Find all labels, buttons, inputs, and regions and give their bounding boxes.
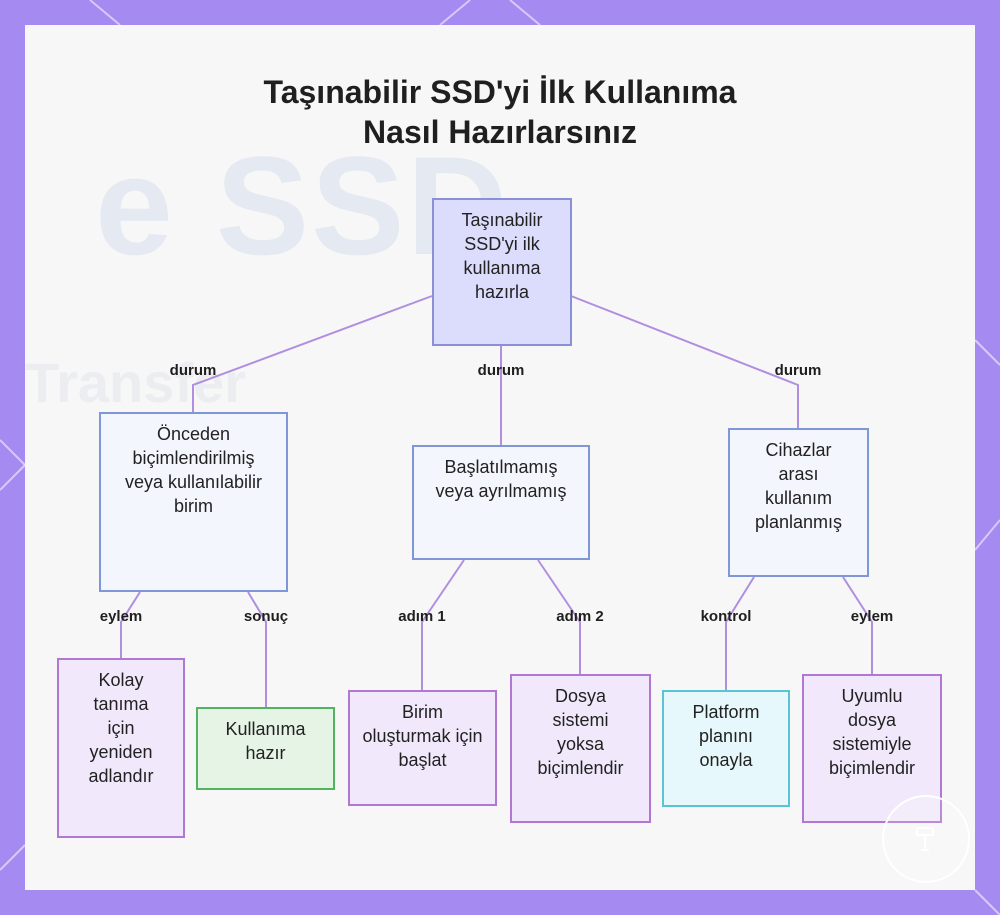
hammer-icon (916, 827, 934, 851)
edge-label-durum-right: durum (774, 362, 822, 379)
node-uninitialized-label: Başlatılmamış veya ayrılmamış (435, 457, 567, 501)
node-ready: Kullanıma hazır (196, 707, 335, 790)
node-format-compatible: Uyumlu dosya sistemiyle biçimlendir (802, 674, 942, 823)
node-crossplatform: Cihazlar arası kullanım planlanmış (728, 428, 869, 577)
node-root: Taşınabilir SSD'yi ilk kullanıma hazırla (432, 198, 572, 346)
node-init-volume-label: Birim oluşturmak için başlat (362, 702, 483, 770)
edge-label-eylem-right: eylem (850, 608, 894, 625)
edge-label-eylem-left: eylem (99, 608, 143, 625)
title-line-2: Nasıl Hazırlarsınız (363, 114, 637, 150)
edge-label-adim-2: adım 2 (556, 608, 604, 625)
node-format-fs-label: Dosya sistemi yoksa biçimlendir (537, 686, 624, 778)
corner-badge (882, 795, 970, 883)
node-format-compatible-label: Uyumlu dosya sistemiyle biçimlendir (828, 686, 916, 778)
edge-label-adim-1: adım 1 (398, 608, 446, 625)
node-confirm-platform-label: Platform planını onayla (692, 702, 760, 770)
node-preformatted: Önceden biçimlendirilmiş veya kullanılab… (99, 412, 288, 592)
node-confirm-platform: Platform planını onayla (662, 690, 790, 807)
background-watermark-sub: Transfer (25, 351, 246, 414)
edge-root-preformatted (192, 295, 433, 412)
edge-uninitialized-init (421, 559, 465, 690)
edge-crossplatform-compatible (842, 576, 873, 674)
edge-preformatted-ready (247, 591, 267, 707)
edge-preformatted-rename (120, 591, 141, 658)
node-ready-label: Kullanıma hazır (225, 719, 306, 763)
edge-label-durum-mid: durum (477, 362, 525, 379)
edge-label-durum-left: durum (169, 362, 217, 379)
node-root-label: Taşınabilir SSD'yi ilk kullanıma hazırla (461, 210, 543, 302)
edge-label-kontrol: kontrol (700, 608, 752, 625)
node-crossplatform-label: Cihazlar arası kullanım planlanmış (754, 440, 843, 532)
title-line-1: Taşınabilir SSD'yi İlk Kullanıma (263, 74, 737, 110)
edge-uninitialized-format (537, 559, 581, 674)
node-uninitialized: Başlatılmamış veya ayrılmamış (412, 445, 590, 560)
node-init-volume: Birim oluşturmak için başlat (348, 690, 497, 806)
node-format-fs: Dosya sistemi yoksa biçimlendir (510, 674, 651, 823)
edge-crossplatform-confirm (725, 576, 755, 690)
node-rename-label: Kolay tanıma için yeniden adlandır (88, 670, 154, 786)
diagram-title: Taşınabilir SSD'yi İlk Kullanıma Nasıl H… (0, 72, 1000, 152)
node-rename: Kolay tanıma için yeniden adlandır (57, 658, 185, 838)
edge-label-sonuc: sonuç (243, 608, 289, 625)
node-preformatted-label: Önceden biçimlendirilmiş veya kullanılab… (124, 424, 263, 516)
edge-root-crossplatform (570, 295, 799, 428)
